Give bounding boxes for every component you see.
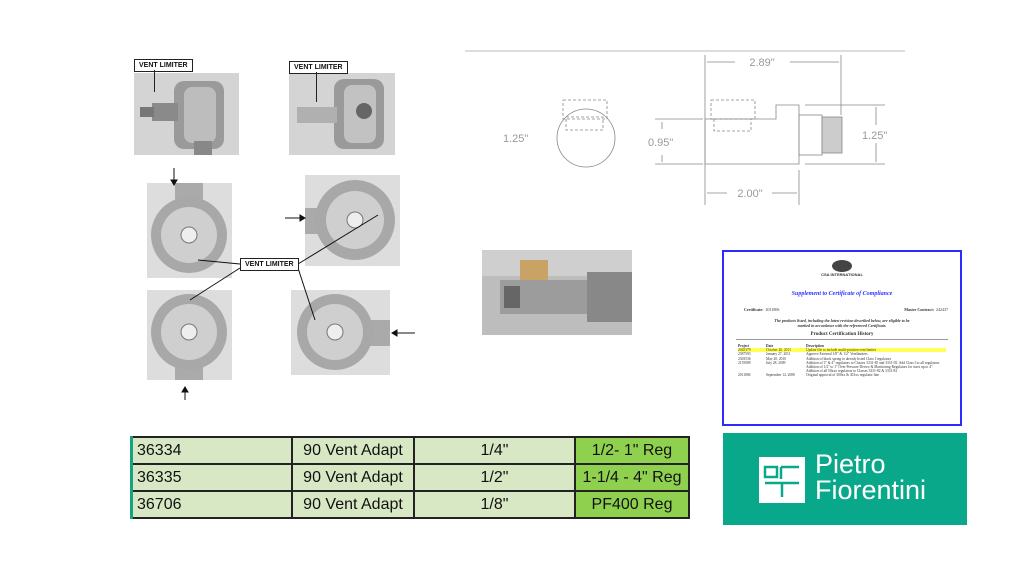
pf-logo-mark-icon [759,457,805,503]
part-application: 1-1/4 - 4" Reg [574,463,690,492]
dim-overall-length: 2.89" [749,57,774,69]
vent-limiter-callout: VENT LIMITER [134,59,193,72]
callout-line [316,72,317,102]
table-row: 36334 90 Vent Adapt 1/4" 1/2- 1" Reg [130,436,690,465]
vent-adapter-photo [482,250,632,335]
regulator-top-view-4 [291,290,390,375]
vent-limiter-callout: VENT LIMITER [289,61,348,74]
vent-adapter-illustration [482,250,632,322]
part-size: 1/4" [413,436,576,465]
part-name: 90 Vent Adapt [291,490,415,519]
part-size: 1/2" [413,463,576,492]
part-number: 36334 [130,436,293,465]
cert-history-title: Product Certification History [736,332,948,340]
cert-numbers: Certificate: 2011806 Master Contract: 24… [744,307,948,312]
csa-certificate-document: CSA INTERNATIONAL Supplement to Certific… [722,250,962,426]
part-number: 36706 [130,490,293,519]
table-row: 36335 90 Vent Adapt 1/2" 1-1/4 - 4" Reg [130,463,690,492]
logo-line2: Fiorentini [815,475,927,505]
regulator-side-photo-1 [134,73,239,155]
regulator-top-views [147,168,415,400]
part-size: 1/8" [413,490,576,519]
part-application: PF400 Reg [574,490,690,519]
table-row: 36706 90 Vent Adapt 1/8" PF400 Reg [130,490,690,519]
dim-height-right: 1.25" [862,130,887,142]
vent-limiter-callout: VENT LIMITER [240,258,299,271]
part-application: 1/2- 1" Reg [574,436,690,465]
regulator-side-photo-2 [289,73,395,155]
dim-body-length: 2.00" [737,188,762,200]
dim-diameter-end: 1.25" [503,133,528,145]
part-name: 90 Vent Adapt [291,436,415,465]
dim-height-side: 0.95" [648,137,673,149]
cert-org: CSA INTERNATIONAL [821,272,863,277]
regulator-top-view-2 [305,175,400,266]
regulator-top-view-1 [147,183,232,278]
regulator-side-illustration [140,81,224,155]
part-name: 90 Vent Adapt [291,463,415,492]
vent-adapter-technical-drawing: 2.89" 2.00" 1.25" 0.95" 1.25" [465,50,905,205]
logo-line1: Pietro [815,449,886,479]
arrows [170,168,415,400]
parts-table: 36334 90 Vent Adapt 1/4" 1/2- 1" Reg 363… [130,436,690,519]
regulator-top-view-3 [147,290,232,380]
csa-logo-icon [832,260,852,272]
pietro-fiorentini-logo: Pietro Fiorentini [723,433,967,525]
cert-title: Supplement to Certificate of Compliance [791,291,893,297]
callout-line [154,70,155,92]
regulator-side-illustration [297,79,384,149]
cert-intro: The products listed, including the lates… [774,318,910,328]
part-number: 36335 [130,463,293,492]
